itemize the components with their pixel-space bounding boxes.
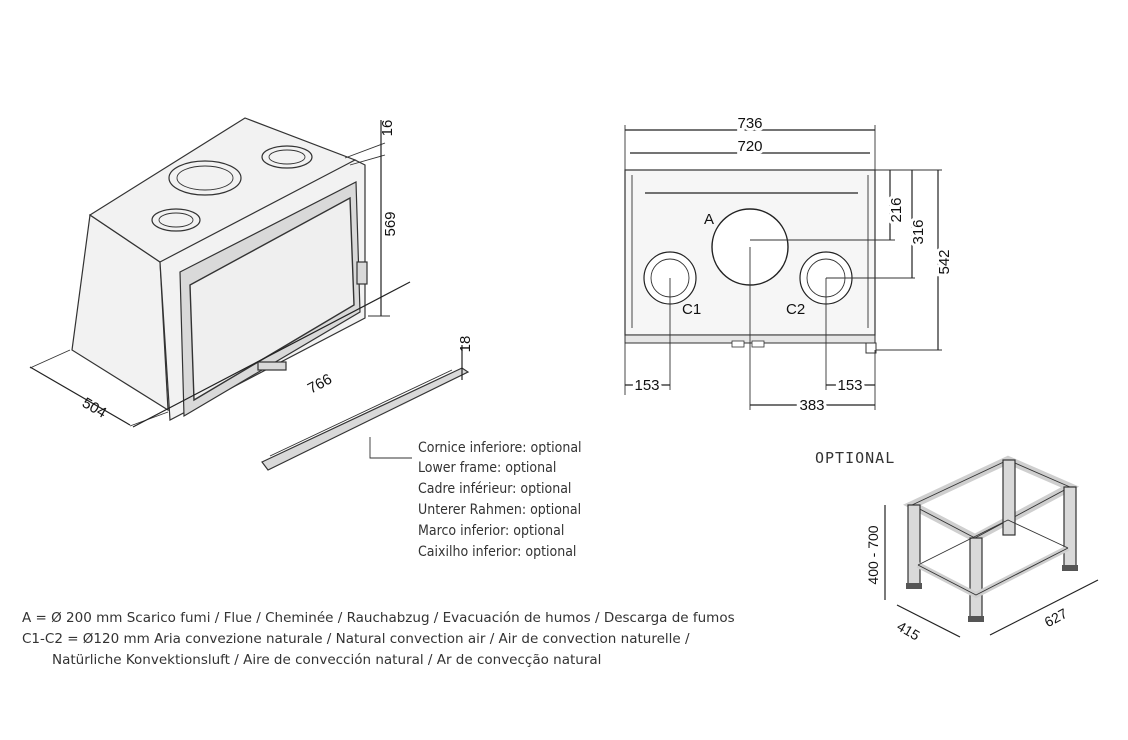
convection-collar-c2-inner [268, 149, 306, 165]
dim-label-153-right: 153 [837, 377, 862, 394]
dim-ext-504-left [29, 349, 71, 369]
legend-line-c-cont: Natürliche Konvektionsluft / Aire de con… [52, 652, 601, 668]
dim-label-383: 383 [799, 397, 824, 414]
dim-label-16: 16 [379, 120, 396, 137]
dim-ext-16-top [344, 142, 386, 159]
stand-lower-rail-back [917, 519, 1069, 566]
note-line-de: Unterer Rahmen: optional [418, 502, 581, 518]
door-handle [356, 261, 368, 285]
flue-collar-a [168, 160, 242, 196]
dim-label-216: 216 [888, 197, 905, 222]
label-c2: C2 [786, 301, 805, 318]
fireplace-door-glass [189, 196, 355, 402]
dim-label-stand-width: 627 [1042, 605, 1070, 630]
stand-foot-1 [906, 583, 922, 589]
top-view: 736 720 A C1 C2 216 316 542 [624, 112, 956, 417]
dim-label-stand-height: 400 - 700 [865, 525, 881, 584]
dim-label-316: 316 [910, 219, 927, 244]
lower-frame-bar [261, 367, 470, 471]
note-line-en: Lower frame: optional [418, 460, 556, 476]
dim-line-504 [29, 366, 131, 426]
legend-line-c: C1-C2 = Ø120 mm Aria convezione naturale… [22, 631, 690, 647]
dim-label-153-left: 153 [634, 377, 659, 394]
note-line-pt: Caixilho inferior: optional [418, 544, 576, 560]
stand-lower-rail-front [916, 545, 1070, 599]
legend-line-a: A = Ø 200 mm Scarico fumi / Flue / Chemi… [22, 610, 735, 626]
dim-line-stand-depth [896, 604, 961, 638]
dim-label-18: 18 [457, 336, 474, 353]
dim-label-720: 720 [737, 138, 762, 155]
dim-label-stand-depth: 415 [894, 618, 922, 644]
flue-collar-a-inner [176, 165, 234, 191]
stand-foot-3 [1062, 565, 1078, 571]
label-a: A [704, 211, 714, 228]
top-view-tab-1 [731, 340, 745, 348]
dim-label-542: 542 [936, 249, 953, 274]
dim-label-569: 569 [382, 211, 399, 236]
stand-leg-front-right [969, 537, 983, 619]
dim-ext-16-bottom [349, 154, 386, 166]
note-line-it: Cornice inferiore: optional [418, 440, 582, 456]
dim-line-stand-width [989, 579, 1099, 636]
stand-leg-front-left [907, 504, 921, 586]
isometric-fireplace-view: 16 569 504 766 18 [29, 117, 474, 471]
top-view-foot [865, 342, 877, 354]
stand-leg-back-left [1002, 459, 1016, 536]
optional-stand: OPTIONAL 400 - 700 415 627 [815, 449, 1099, 644]
lower-frame-leader [369, 437, 412, 459]
label-optional: OPTIONAL [815, 449, 895, 467]
convection-collar-c1 [151, 208, 201, 232]
stand-foot-2 [968, 616, 984, 622]
lower-frame-notes: Cornice inferiore: optional Lower frame:… [418, 440, 582, 560]
convection-collar-c1-inner [158, 212, 194, 228]
top-view-tab-2 [751, 340, 765, 348]
stand-lower-rail-front-outline [917, 547, 1069, 596]
stand-top-frame [902, 455, 1080, 543]
stand-leg-back-right [1063, 486, 1077, 568]
note-line-es: Marco inferior: optional [418, 523, 564, 539]
dim-line-766 [132, 281, 411, 428]
legend: A = Ø 200 mm Scarico fumi / Flue / Chemi… [22, 610, 735, 668]
dim-label-736: 736 [737, 115, 762, 132]
dim-label-766: 766 [305, 371, 335, 398]
lower-frame-edge [269, 369, 453, 457]
note-line-fr: Cadre inférieur: optional [418, 481, 571, 497]
convection-collar-c2 [261, 145, 313, 169]
label-c1: C1 [682, 301, 701, 318]
door-hinge-bottom [257, 361, 287, 371]
